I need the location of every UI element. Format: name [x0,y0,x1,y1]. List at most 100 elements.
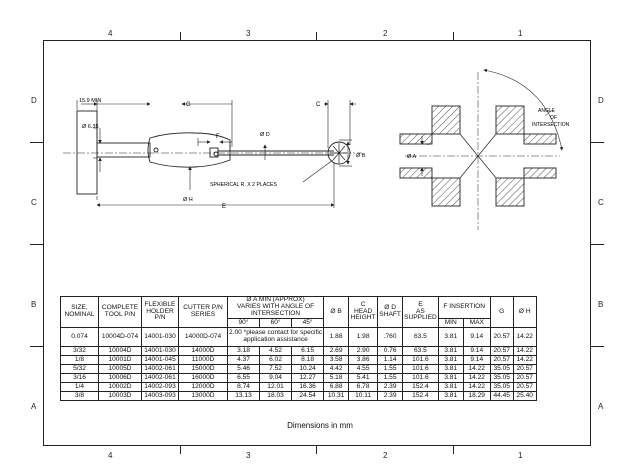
zone-label-left-b: B [31,300,37,309]
tool-drawing: 15.9 MIN G F Ø 6.35 Ø D C Ø B Ø H E SPHE… [63,68,570,230]
table-cell: 20.57 [512,364,537,374]
table-cell: 10003D [98,391,142,401]
zone-tick [591,244,604,245]
header-angle-60: 60° [259,318,293,328]
zone-label-bottom-4: 4 [108,451,113,460]
table-cell: 2.90 [348,346,379,356]
table-cell: 14002-061 [141,373,179,383]
table-cell: 18.03 [259,391,293,401]
table-cell: 10002D [98,382,142,392]
label-dia-b: Ø B [356,153,366,159]
table-cell: 101.6 [402,373,439,383]
table-cell: 3/32 [60,346,99,356]
table-cell: 14001-045 [141,355,179,365]
holder-pin [153,147,159,153]
table-cell: 6.55 [226,373,261,383]
table-cell: 14000D [178,346,228,356]
header-min: MIN [437,318,464,328]
table-cell: 20.57 [489,346,514,356]
table-cell: 14.22 [512,355,537,365]
table-cell: 3.18 [226,346,261,356]
table-cell: 3.81 [437,391,464,401]
zone-label-right-a: A [598,402,604,411]
table-cell: 9.14 [462,355,491,365]
table-cell: 25.40 [512,391,537,401]
table-cell: 10004D [98,346,142,356]
zone-tick [180,32,181,40]
zone-tick [30,244,43,245]
label-spherical-note: SPHERICAL R. X 2 PLACES [210,182,278,188]
zone-tick [316,32,317,40]
label-angle-2: OF [550,115,557,121]
table-cell: 3/8 [60,391,99,401]
table-cell: 3.86 [348,355,379,365]
table-cell: 101.6 [402,355,439,365]
table-cell: 101.6 [402,364,439,374]
table-cell: 10.11 [348,391,379,401]
table-cell: 10005D [98,364,142,374]
table-cell: 1.14 [377,355,404,365]
table-cell: 14.22 [462,373,491,383]
table-cell: 1.55 [377,364,404,374]
zone-label-bottom-3: 3 [246,451,251,460]
holder-body [147,132,231,168]
drawing-frame [43,40,591,446]
table-cell: 12000D [178,382,228,392]
label-dia-a: Ø A [407,154,417,160]
table-cell: 14001-030 [141,346,179,356]
table-cell: 3.81 [437,355,464,365]
zone-tick [453,446,454,454]
table-cell: 1.55 [377,373,404,383]
table-cell: 16000D [178,373,228,383]
table-cell: 16.36 [291,382,325,392]
table-cell: 11000D [178,355,228,365]
table-cell: 1/4 [60,382,99,392]
table-cell: 6.02 [259,355,293,365]
label-angle-1: ANGLE [538,108,556,114]
zone-label-bottom-2: 2 [383,451,388,460]
zone-label-left-d: D [31,96,37,105]
header-max: MAX [462,318,491,328]
dimensions-caption: Dimensions in mm [287,421,353,430]
table-cell: 14002-093 [141,382,179,392]
holder-neck [96,142,151,158]
table-cell: 10001D [98,355,142,365]
table-cell: 3.81 [437,346,464,356]
table-cell: 10.31 [323,391,350,401]
table-row: 0.074 10004D-074 14001-030 14000D-074 2.… [60,327,537,347]
table-cell: 10006D [98,373,142,383]
table-cell: 14003-093 [141,391,179,401]
label-dim-f: F [216,134,220,140]
zone-label-top-1: 1 [518,29,523,38]
table-cell: 6.88 [323,382,350,392]
header-angle-90: 90° [226,318,261,328]
zone-tick [180,446,181,454]
table-cell: 3.81 [437,382,464,392]
table-cell: 14.22 [512,346,537,356]
zone-tick [316,446,317,454]
table-cell: 8.18 [291,355,325,365]
label-dim-g: G [186,102,191,108]
zone-label-top-3: 3 [246,29,251,38]
table-cell: 152.4 [402,382,439,392]
table-cell: 18.29 [462,391,491,401]
table-cell: 5.46 [226,364,261,374]
label-dia-6-35: Ø 6.35 [82,124,99,130]
header-f-insertion: F INSERTION [437,296,491,319]
header-dia-b: Ø B [323,296,350,328]
table-cell: 0.76 [377,346,404,356]
zone-label-right-c: C [598,198,604,207]
table-cell: 4.52 [259,346,293,356]
zone-label-right-d: D [598,96,604,105]
table-cell: 5/32 [60,364,99,374]
table-cell: 4.42 [323,364,350,374]
table-cell: 6.78 [348,382,379,392]
